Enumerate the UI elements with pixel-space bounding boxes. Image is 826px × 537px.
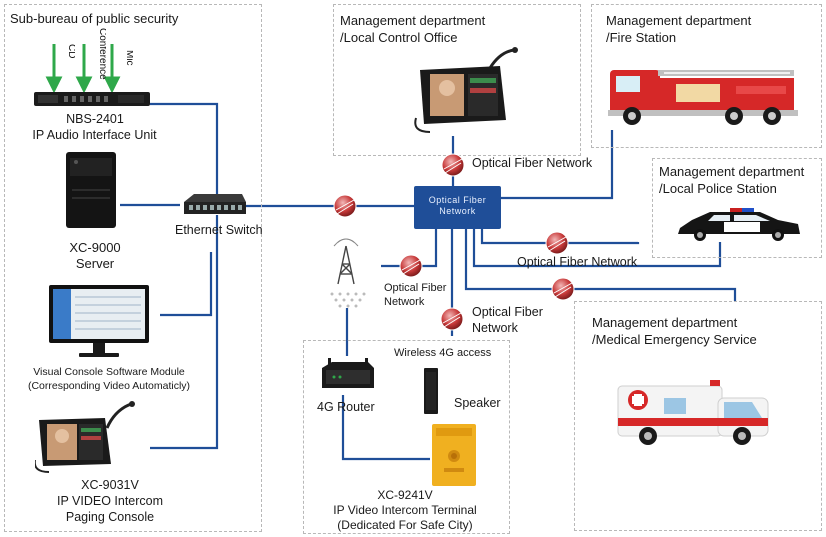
fire-station-title-2: /Fire Station <box>606 30 677 45</box>
nbs-2401-desc: IP Audio Interface Unit <box>32 128 157 142</box>
speaker-icon <box>424 368 438 414</box>
conference-label: Conference <box>97 28 106 80</box>
fiber-connector-top <box>441 153 465 177</box>
fire-station-region <box>591 4 822 148</box>
mic-label: Mic <box>124 50 133 66</box>
fiber-connector-bottom <box>440 307 464 331</box>
paging-console-icon <box>35 401 135 473</box>
police-station-title-1: Management department <box>659 164 805 179</box>
medical-title-2: /Medical Emergency Service <box>592 332 757 347</box>
network-label-top: Optical Fiber Network <box>472 156 593 170</box>
hub-label-line2: Network <box>439 206 476 216</box>
fiber-connector-left <box>399 254 423 278</box>
network-label-right: Optical Fiber Network <box>517 255 638 269</box>
hub-label-line1: Optical Fiber <box>428 195 487 205</box>
medical-title-1: Management department <box>592 315 738 330</box>
paging-console-line1: IP VIDEO Intercom <box>56 494 164 508</box>
fire-truck-icon <box>608 70 798 125</box>
ethernet-switch-icon <box>184 194 246 214</box>
console-software-line2: (Corresponding Video Automaticly) <box>27 380 191 392</box>
police-station-title-2: /Local Police Station <box>659 181 777 196</box>
medical-region <box>574 301 822 531</box>
server-model: XC-9000 <box>69 240 121 255</box>
network-label-bottom-1: Optical Fiber <box>472 305 543 319</box>
router-icon <box>322 358 374 388</box>
terminal-line2: (Dedicated For Safe City) <box>337 518 473 532</box>
ethernet-switch-label: Ethernet Switch <box>175 223 263 237</box>
speaker-label: Speaker <box>454 396 501 410</box>
network-label-left-2: Network <box>384 296 425 308</box>
paging-console-model: XC-9031V <box>81 478 139 492</box>
fiber-connector-switch <box>333 194 357 218</box>
server-tower-icon <box>66 152 116 228</box>
monitor-icon <box>49 285 149 357</box>
network-label-bottom-2: Network <box>472 321 518 335</box>
local-control-console-icon <box>414 47 518 133</box>
fiber-connector-medical <box>551 277 575 301</box>
cd-arrow-head <box>45 76 63 92</box>
cd-label-svg: CD <box>66 44 75 58</box>
terminal-model: XC-9241V <box>377 488 433 502</box>
fire-station-title-1: Management department <box>606 13 752 28</box>
ambulance-icon <box>617 380 769 445</box>
wireless-region <box>303 340 510 534</box>
paging-console-line2: Paging Console <box>65 510 155 524</box>
router-label: 4G Router <box>317 400 375 414</box>
nbs-2401-model: NBS-2401 <box>66 112 124 126</box>
local-control-title-1: Management department <box>340 13 486 28</box>
sub-bureau-title: Sub-bureau of public security <box>10 11 179 26</box>
wireless-label: Wireless 4G access <box>394 347 492 359</box>
console-software-line1: Visual Console Software Module <box>33 366 185 378</box>
fiber-connector-police <box>545 231 569 255</box>
network-label-left-1: Optical Fiber <box>384 282 447 294</box>
police-car-icon <box>678 208 800 241</box>
police-station-region <box>652 158 822 258</box>
cd-label: CD <box>66 44 75 58</box>
local-control-title-2: /Local Control Office <box>340 30 458 45</box>
conference-label-svg: Conference <box>97 28 106 80</box>
input-arrows <box>45 44 121 92</box>
sub-bureau-region <box>4 4 262 532</box>
optical-fiber-hub: Optical Fiber Network <box>414 186 501 229</box>
nbs-2401-device-icon <box>34 92 150 106</box>
mic-label-svg: Mic <box>124 50 133 66</box>
cell-tower-icon <box>330 238 366 308</box>
terminal-line1: IP Video Intercom Terminal <box>333 503 477 517</box>
intercom-terminal-icon <box>432 424 476 486</box>
server-desc: Server <box>75 256 115 271</box>
